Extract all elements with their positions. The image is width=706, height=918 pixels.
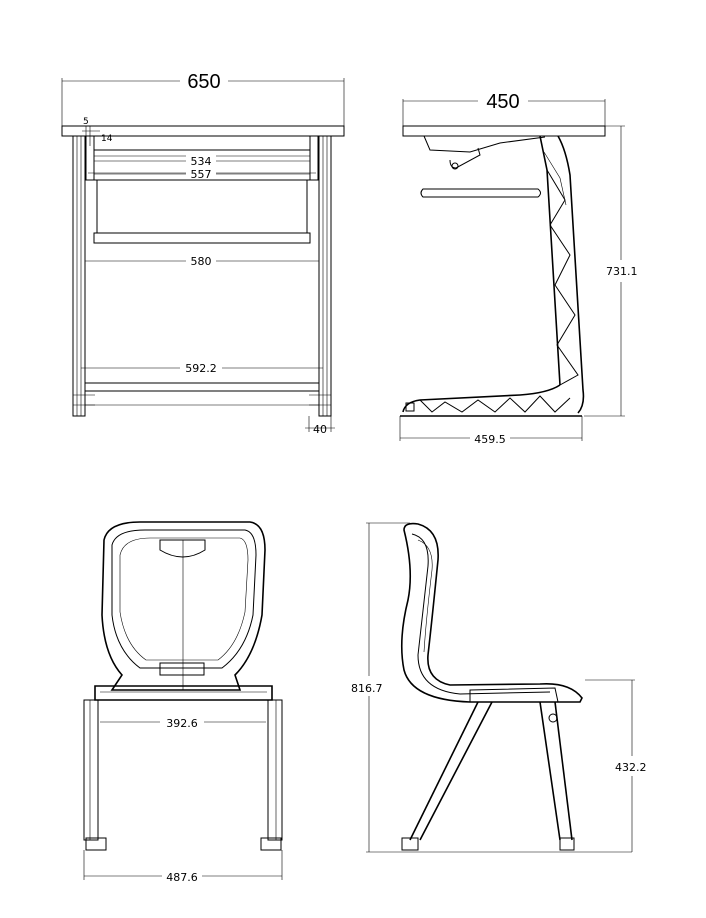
dim-desk-mid-span: 580 [191, 255, 212, 268]
dim-desk-leg-width: 40 [313, 423, 327, 436]
dim-desk-rail-inner: 534 [191, 155, 212, 168]
dim-desk-edge-offset: 5 [83, 117, 89, 127]
dim-desk-rail-outer: 557 [191, 168, 212, 181]
desk-side-view: 450 731.1 459.5 [399, 91, 638, 446]
chair-side-view: 816.7 432.2 [351, 522, 647, 853]
dim-chair-total-height: 816.7 [351, 682, 383, 695]
desk-front-view: 650 5 14 [61, 71, 345, 436]
dim-desk-foot-span: 592.2 [185, 362, 217, 375]
dim-desk-edge-thickness: 14 [101, 134, 113, 144]
dim-chair-base-width: 487.6 [166, 871, 198, 884]
dim-desk-top-width: 650 [187, 71, 220, 93]
dim-desk-side-base-depth: 459.5 [474, 433, 506, 446]
dim-desk-side-top-depth: 450 [486, 91, 519, 113]
dim-chair-seat-height: 432.2 [615, 761, 647, 774]
dim-chair-seat-width: 392.6 [166, 717, 198, 730]
dim-desk-side-height: 731.1 [606, 265, 638, 278]
chair-front-view: 392.6 487.6 [83, 521, 283, 884]
